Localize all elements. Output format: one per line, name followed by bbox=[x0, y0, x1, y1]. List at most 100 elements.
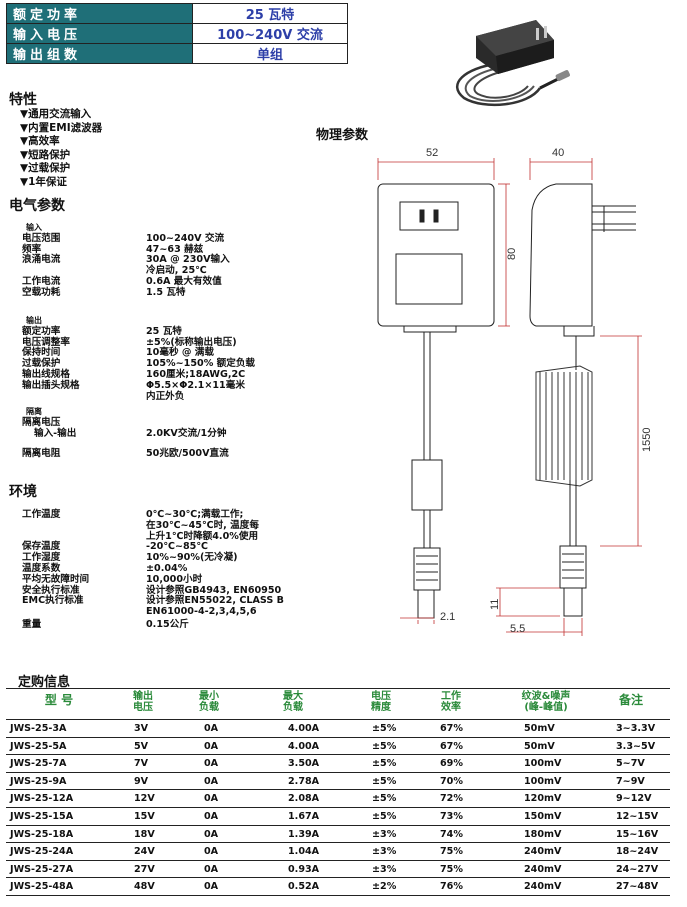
order-title: 定购信息 bbox=[18, 675, 71, 690]
table-cell: 12V bbox=[134, 793, 155, 805]
table-cell: 0A bbox=[204, 828, 219, 840]
table-cell: 100mV bbox=[524, 775, 562, 787]
physical-title: 物理参数 bbox=[316, 128, 369, 143]
table-cell: 4.00A bbox=[288, 723, 320, 734]
table-cell: 75% bbox=[440, 846, 463, 858]
table-cell: JWS-25-48A bbox=[10, 881, 74, 893]
table-cell: 75% bbox=[440, 863, 463, 875]
dimension-drawing: 52 40 80 1550 2.1 11 5.5 bbox=[377, 147, 653, 636]
features-list: ▼通用交流输入 ▼内置EMI滤波器 ▼高效率 ▼短路保护 ▼过载保护 ▼1年保证 bbox=[20, 108, 102, 189]
side-plug-tip bbox=[563, 587, 583, 617]
table-cell: JWS-25-7A bbox=[10, 758, 67, 770]
summary-value: 25 瓦特 bbox=[192, 3, 348, 24]
table-cell: 0A bbox=[204, 740, 219, 752]
table-cell: 27V bbox=[134, 863, 155, 875]
table-cell: JWS-25-15A bbox=[10, 811, 74, 822]
table-cell: 0A bbox=[204, 723, 219, 734]
table-cell: 27~48V bbox=[616, 881, 659, 893]
table-cell: 2.08A bbox=[288, 793, 320, 805]
table-cell: 24V bbox=[134, 846, 155, 858]
front-body bbox=[377, 183, 495, 327]
spec-row: 内正外负 bbox=[146, 390, 185, 402]
table-cell: 5~7V bbox=[616, 758, 645, 770]
dim-height-label: 80 bbox=[506, 248, 518, 260]
table-cell: 0A bbox=[204, 793, 219, 805]
table-cell: 5V bbox=[134, 740, 149, 752]
table-cell: 50mV bbox=[524, 723, 555, 734]
isolation-voltage-label: 隔离电压 bbox=[22, 416, 61, 428]
table-cell: 3.3~5V bbox=[616, 740, 656, 752]
table-cell: 76% bbox=[440, 881, 463, 893]
table-cell: 0.52A bbox=[288, 881, 320, 893]
dim-plug-len-label: 11 bbox=[489, 599, 501, 610]
summary-value: 100~240V 交流 bbox=[192, 23, 348, 44]
spec-row: 在30℃~45℃时, 温度每 bbox=[146, 519, 259, 531]
table-cell: 7~9V bbox=[616, 775, 645, 787]
table-cell: 74% bbox=[440, 828, 463, 840]
summary-row: 输出组数 单组 bbox=[6, 43, 348, 64]
dim-plug-od-label: 5.5 bbox=[510, 623, 525, 635]
spec-row: 温度系数±0.04% bbox=[22, 562, 188, 574]
table-cell: 67% bbox=[440, 740, 463, 752]
table-cell: 70% bbox=[440, 775, 463, 787]
dim-cable-label: 1550 bbox=[641, 428, 653, 452]
dim-plug-dia-label: 2.1 bbox=[440, 611, 455, 623]
table-cell: JWS-25-27A bbox=[10, 863, 74, 875]
table-cell: 0A bbox=[204, 775, 219, 787]
table-cell: 150mV bbox=[524, 811, 562, 822]
table-cell: 1.39A bbox=[288, 828, 320, 840]
table-cell: 7V bbox=[134, 758, 149, 770]
table-cell: 180mV bbox=[524, 828, 562, 840]
table-cell: 4.00A bbox=[288, 740, 320, 752]
table-cell: ±5% bbox=[372, 793, 397, 805]
table-cell: 0A bbox=[204, 881, 219, 893]
table-cell: JWS-25-12A bbox=[10, 793, 74, 805]
feature-item: ▼1年保证 bbox=[20, 175, 67, 188]
feature-item: ▼通用交流输入 bbox=[20, 108, 92, 120]
table-cell: 0.93A bbox=[288, 863, 320, 875]
spec-row: 冷启动, 25℃ bbox=[146, 265, 207, 277]
electrical-title: 电气参数 bbox=[9, 198, 65, 214]
summary-key: 额定功率 bbox=[6, 3, 193, 24]
table-cell: 9~12V bbox=[616, 793, 652, 805]
table-cell: 240mV bbox=[524, 846, 562, 858]
spec-row: 电压调整率±5%(标称输出电压) bbox=[22, 336, 237, 348]
environment-title: 环境 bbox=[9, 484, 37, 500]
feature-item: ▼内置EMI滤波器 bbox=[20, 121, 103, 134]
table-cell: 72% bbox=[440, 793, 463, 805]
col-header: 最小 负载 bbox=[199, 691, 219, 713]
table-cell: 67% bbox=[440, 723, 463, 734]
col-header: 最大 负载 bbox=[283, 691, 303, 713]
order-table-header: 型 号 输出 电压 最小 负载 最大 负载 电压 精度 工作 效率 纹波&噪声 … bbox=[6, 688, 670, 720]
table-cell: 15V bbox=[134, 811, 155, 822]
adapter-photo bbox=[456, 20, 570, 107]
table-cell: 0A bbox=[204, 846, 219, 858]
table-cell: 73% bbox=[440, 811, 463, 822]
dim-depth-label: 40 bbox=[552, 147, 564, 159]
table-cell: 3.50A bbox=[288, 758, 320, 770]
table-cell: JWS-25-3A bbox=[10, 723, 67, 734]
table-cell: JWS-25-18A bbox=[10, 828, 74, 840]
side-body bbox=[529, 183, 593, 327]
table-cell: 15~16V bbox=[616, 828, 659, 840]
summary-key: 输入电压 bbox=[6, 23, 193, 44]
table-cell: 0A bbox=[204, 863, 219, 875]
front-plug-tip bbox=[417, 589, 435, 619]
col-header: 工作 效率 bbox=[441, 691, 461, 713]
table-cell: ±5% bbox=[372, 811, 397, 822]
spec-row: EN61000-4-2,3,4,5,6 bbox=[146, 606, 257, 618]
spec-row: 安全执行标准设计参照GB4943, EN60950 bbox=[22, 584, 282, 596]
spec-row: 保存温度-20℃~85℃ bbox=[22, 541, 208, 553]
